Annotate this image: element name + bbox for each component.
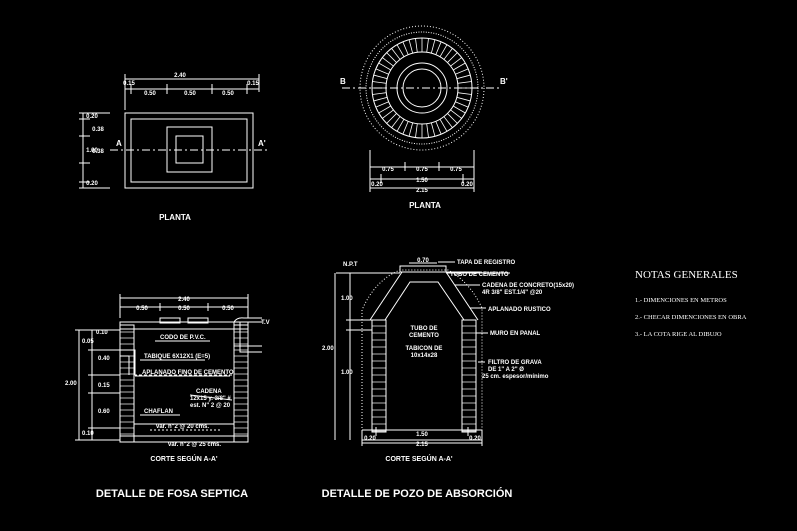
dim-plan1-left-4: 0.38 [92, 149, 104, 155]
label-pozo-tubo-2: CEMENTO [409, 333, 439, 339]
dim-plan2-row1-b: 0.75 [416, 167, 428, 173]
pozo-plan-view [342, 25, 502, 192]
label-pozo-tubo: TUBO DE CEMENTO [450, 272, 509, 278]
title-pozo: DETALLE DE POZO DE ABSORCIÓN [322, 487, 513, 500]
dim-pozo-bot-total: 2.15 [416, 442, 428, 448]
pozo-dome-outer [369, 271, 479, 321]
fosa-plan-view [79, 74, 270, 189]
label-pozo-tabicon-1: TABICON DE [406, 346, 443, 352]
label-fosa-tabique: TABIQUE 6X12X1 (E=5) [144, 354, 210, 360]
label-fosa-chaflan: CHAFLAN [144, 409, 173, 415]
label-planta-pozo: PLANTA [409, 201, 441, 210]
label-fosa-var1: var. n"2 @ 20 cms. [156, 424, 209, 430]
label-fosa-cadena3: est. N" 2 @ 20 [190, 403, 231, 409]
label-planta-fosa: PLANTA [159, 213, 191, 222]
dim-plan1-left-3: 1.00 [86, 148, 98, 154]
dim-plan2-row3: 2.15 [416, 188, 428, 194]
label-fosa-cadena1: CADENA [196, 389, 222, 395]
dim-plan2-row2-r: 0.20 [461, 182, 473, 188]
pozo-left-wall [371, 319, 387, 433]
dim-pozo-bot-l: 0.20 [364, 436, 376, 442]
dim-fosa-dim05: 0.05 [82, 339, 94, 345]
dim-fosa-left-e: 0.10 [82, 431, 94, 437]
dim-pozo-left-b: 1.00 [341, 370, 353, 376]
title-fosa: DETALLE DE FOSA SEPTICA [96, 488, 248, 500]
label-fosa-tv: T.V [261, 320, 270, 326]
dim-plan1-top-b: 0.50 [184, 91, 196, 97]
label-pozo-cadena2: 4R 3/8" EST.1/4" @20 [482, 290, 543, 296]
label-fosa-var2: var. n"2 @ 25 cms. [168, 442, 221, 448]
dim-fosa-left-c: 0.15 [98, 383, 110, 389]
notes-title: NOTAS GENERALES [635, 269, 738, 281]
dim-pozo-bot-m: 1.50 [416, 432, 428, 438]
fosa-plan-outer [124, 112, 254, 189]
dim-pozo-left-a: 1.00 [341, 296, 353, 302]
label-pozo-filtro1: FILTRO DE GRAVA [488, 360, 542, 366]
label-pozo-filtro2: DE 1" A 2" Ø [488, 367, 524, 373]
pozo-section-view [334, 261, 510, 446]
dim-plan1-left-2: 0.38 [92, 127, 104, 133]
label-corte-pozo: CORTE SEGÚN A-A' [385, 454, 452, 463]
dim-fosa-top-a: 0.50 [136, 306, 148, 312]
section-mark-a2: A' [258, 139, 266, 148]
pozo-plan-gravel-ring [359, 25, 485, 151]
pozo-dome-inner [384, 281, 465, 321]
pozo-right-wall [461, 319, 477, 433]
dim-plan2-row1-c: 0.75 [450, 167, 462, 173]
dim-plan1-left-1: 0.20 [86, 114, 98, 120]
label-pozo-tapa: TAPA DE REGISTRO [457, 260, 516, 266]
dim-plan1-top-l: 0.15 [123, 81, 135, 87]
dim-fosa-left-total: 2.00 [65, 381, 77, 387]
dim-fosa-left-d: 0.60 [98, 409, 110, 415]
dim-plan2-row2-l: 0.20 [371, 182, 383, 188]
dim-pozo-left-total: 2.00 [322, 346, 334, 352]
dim-plan1-top-r: 0.15 [247, 81, 259, 87]
dim-plan2-row2-m: 1.50 [416, 178, 428, 184]
dim-plan2-row1-a: 0.75 [382, 167, 394, 173]
label-pozo-cadena1: CADENA DE CONCRETO(15x20) [482, 283, 574, 289]
note-item-2: 2.- CHECAR DIMENCIONES EN OBRA [635, 314, 747, 321]
dim-plan1-top-c: 0.50 [222, 91, 234, 97]
label-fosa-codo: CODO DE P.V.C. [160, 335, 206, 341]
label-corte-fosa: CORTE SEGÚN A-A' [150, 454, 217, 463]
dim-fosa-left-a: 0.10 [96, 330, 108, 336]
section-mark-b: B [340, 77, 346, 86]
label-pozo-tabicon-2: 10x14x28 [411, 353, 438, 359]
label-pozo-muro: MURO EN PANAL [490, 331, 541, 337]
dim-pozo-bot-r: 0.20 [469, 436, 481, 442]
note-item-1: 1.- DIMENCIONES EN METROS [635, 297, 727, 304]
dim-pozo-tapa: 0.70 [417, 258, 429, 264]
fosa-bottom-slab [119, 435, 249, 443]
section-mark-b2: B' [500, 77, 508, 86]
label-pozo-aplanado: APLANADO RUSTICO [488, 307, 551, 313]
dim-fosa-left-b: 0.40 [98, 356, 110, 362]
label-pozo-filtro3: 25 cm. espesor/mínimo [482, 374, 549, 380]
fosa-top-slab [119, 321, 249, 330]
dim-fosa-top-b: 0.50 [178, 306, 190, 312]
label-fosa-cadena2: 12x15 y. 3/8" # [190, 396, 231, 402]
dim-plan1-top-a: 0.50 [144, 91, 156, 97]
section-mark-a: A [116, 139, 122, 148]
label-pozo-npt: N.P.T [343, 262, 358, 268]
dim-plan1-top-total: 2.40 [174, 73, 186, 79]
label-fosa-aplanado: APLANADO FINO DE CEMENTO [142, 370, 234, 376]
dim-fosa-top-c: 0.50 [222, 306, 234, 312]
dim-plan1-left-5: 0.20 [86, 181, 98, 187]
pozo-gravel-fill [361, 269, 483, 441]
fosa-section-view [75, 294, 262, 443]
dim-fosa-top-total: 2.40 [178, 297, 190, 303]
note-item-3: 3.- LA COTA RIGE AL DIBUJO [635, 331, 722, 338]
label-pozo-tubo-1: TUBO DE [411, 326, 438, 332]
